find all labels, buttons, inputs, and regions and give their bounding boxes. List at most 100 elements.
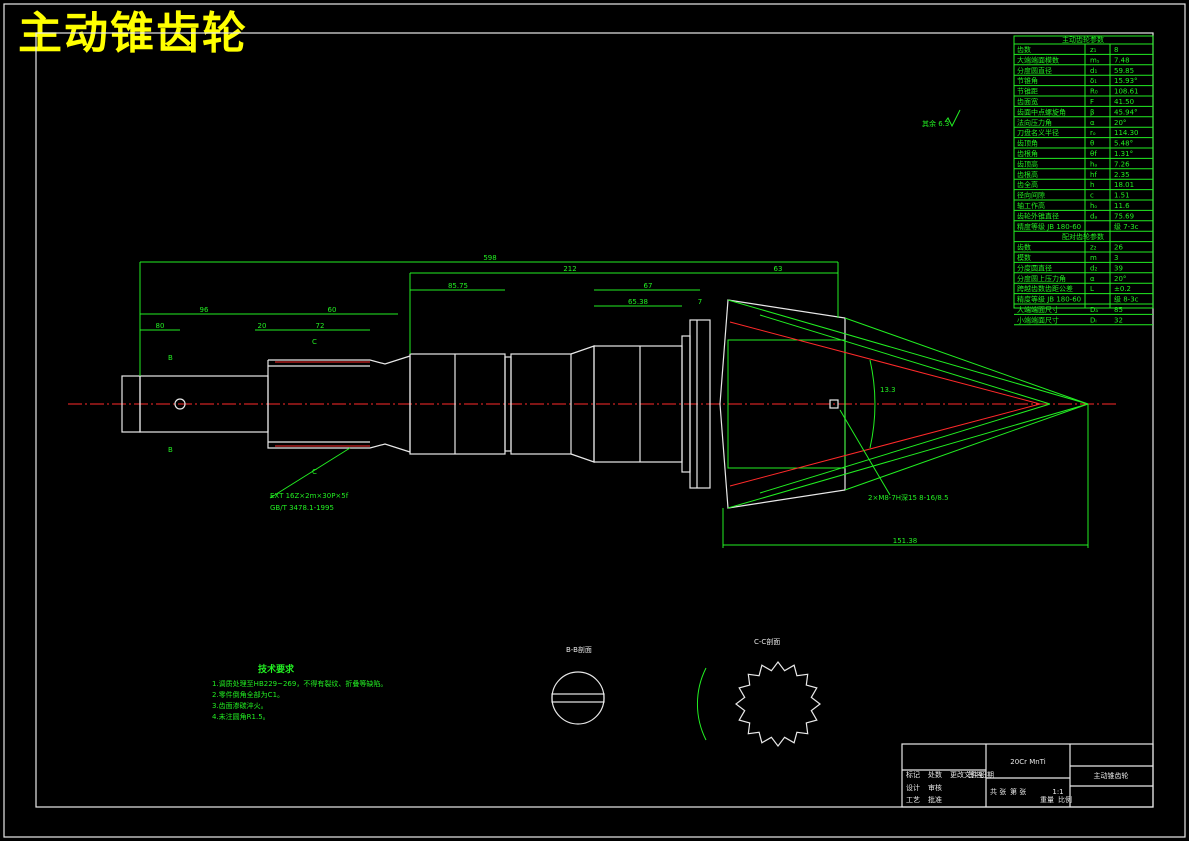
section-cc: C-C剖面 [697, 637, 821, 747]
dim-212: 212 [563, 265, 576, 273]
param-row-symbol-9: θ [1090, 140, 1094, 148]
title-block-label-8: 批准 [928, 795, 942, 804]
dim-7: 7 [698, 298, 702, 306]
param-row-value-11: 7.26 [1114, 160, 1130, 168]
title-block-scale: 1:1 [1052, 788, 1063, 796]
pair-row-symbol-1: m [1090, 254, 1097, 262]
param-row-name-3: 节锥角 [1017, 76, 1038, 85]
title-block-label-3: 签名 [968, 770, 982, 779]
param-row-symbol-14: c [1090, 192, 1094, 200]
param-row-name-5: 齿面宽 [1017, 97, 1038, 106]
param-row-symbol-2: d₁ [1090, 67, 1097, 75]
dim-13: 13.3 [880, 386, 896, 394]
title-block-label-11: 共 张 [990, 787, 1006, 796]
thread-note-1: EXT 16Z×2m×30P×5f [270, 492, 349, 500]
title-block-label-2: 更改文件号 [950, 770, 985, 779]
tech-requirements: 技术要求 1.调质处理至HB229~269，不得有裂纹、折叠等缺陷。 2.零件倒… [212, 663, 387, 721]
pair-row-symbol-7: Dᵢ [1090, 316, 1097, 324]
pair-row-name-6: 大端端面尺寸 [1017, 305, 1059, 314]
pair-row-value-7: 32 [1114, 316, 1123, 324]
pair-row-name-2: 分度圆直径 [1017, 263, 1052, 272]
param-row-name-12: 齿根高 [1017, 170, 1038, 179]
tech-line-4: 4.未注圆角R1.5。 [212, 712, 270, 721]
section-b-top: B [168, 354, 173, 362]
dim-96: 96 [200, 306, 209, 314]
spline-note: 2×M8-7H深15 8-16/8.5 [868, 493, 949, 502]
dim-80: 80 [156, 322, 165, 330]
dim-67: 67 [644, 282, 653, 290]
title-block-label-7: 工艺 [906, 796, 920, 804]
dim-63: 63 [774, 265, 783, 273]
pair-row-value-3: 20° [1114, 275, 1126, 283]
gear-cone [719, 299, 1089, 509]
pair-row-symbol-3: α [1090, 275, 1095, 283]
thread-note-2: GB/T 3478.1-1995 [270, 504, 334, 512]
param-row-symbol-12: hf [1090, 171, 1097, 179]
roughness-symbol [944, 109, 961, 128]
param-row-value-4: 108.61 [1114, 88, 1139, 96]
param-row-value-12: 2.35 [1114, 171, 1130, 179]
dim-overall: 598 [483, 254, 496, 262]
roughness-note: 其余 6.3 [922, 119, 949, 128]
param-row-value-7: 20° [1114, 119, 1126, 127]
param-row-value-6: 45.94° [1114, 108, 1138, 116]
param-row-name-17: 精度等级 JB 180-60 [1017, 222, 1081, 231]
pair-row-name-0: 齿数 [1017, 243, 1031, 252]
param-row-name-0: 齿数 [1017, 45, 1031, 54]
section-cc-label: C-C剖面 [754, 637, 780, 646]
param-row-name-4: 节锥距 [1017, 87, 1038, 96]
param-row-symbol-11: hₐ [1090, 160, 1097, 168]
pair-row-name-7: 小端端面尺寸 [1017, 315, 1059, 324]
title-block-label-6: 审核 [928, 783, 942, 792]
tech-line-1: 1.调质处理至HB229~269，不得有裂纹、折叠等缺陷。 [212, 679, 387, 688]
param-row-name-15: 轴工作高 [1017, 201, 1045, 210]
title-block-label-9: 比例 [1058, 795, 1072, 804]
pair-row-name-5: 精度等级 JB 180-60 [1017, 295, 1081, 304]
section-c-top: C [312, 338, 317, 346]
param-row-symbol-5: F [1090, 98, 1094, 106]
dim-60: 60 [328, 306, 337, 314]
section-bb: B-B剖面 [551, 645, 605, 725]
tech-line-2: 2.零件倒角全部为C1。 [212, 690, 284, 699]
tech-line-3: 3.齿面渗碳淬火。 [212, 701, 268, 710]
dim-65: 65.38 [628, 298, 648, 306]
pair-row-name-4: 跨越齿数齿距公差 [1017, 284, 1073, 293]
param-row-symbol-13: h [1090, 181, 1094, 189]
param-row-value-1: 7.48 [1114, 56, 1130, 64]
param-row-symbol-7: α [1090, 119, 1095, 127]
tech-heading: 技术要求 [258, 663, 295, 675]
pair-row-symbol-4: L [1090, 285, 1094, 293]
param-row-name-6: 齿面中点螺旋角 [1017, 107, 1066, 116]
title-block-label-0: 标记 [906, 770, 920, 779]
param-row-name-10: 齿根角 [1017, 149, 1038, 158]
param-row-name-7: 法向压力角 [1017, 118, 1052, 127]
param-row-value-9: 5.48° [1114, 140, 1133, 148]
param-row-value-13: 18.01 [1114, 181, 1134, 189]
param-row-name-8: 刀盘名义半径 [1017, 128, 1059, 137]
pair-row-name-1: 模数 [1017, 253, 1031, 262]
dimensions: 598 212 63 96 80 20 72 60 85.75 67 65.38… [139, 254, 1089, 548]
param-row-name-1: 大端端面模数 [1017, 55, 1059, 64]
param-row-value-2: 59.85 [1114, 67, 1134, 75]
param-row-symbol-1: mₛ [1090, 56, 1100, 64]
title-block-name: 主动锥齿轮 [1094, 771, 1129, 780]
section-b-bottom: B [168, 446, 173, 454]
param-row-symbol-0: z₁ [1090, 46, 1097, 54]
param-row-symbol-4: R₀ [1090, 88, 1098, 96]
title-block-label-4: 日期 [980, 771, 994, 779]
param-row-name-11: 齿顶高 [1017, 159, 1038, 168]
param-row-symbol-8: rₒ [1090, 129, 1096, 137]
param-row-value-0: 8 [1114, 46, 1118, 54]
param-row-symbol-3: δ₁ [1090, 77, 1097, 85]
param-row-value-5: 41.50 [1114, 98, 1134, 106]
pair-row-symbol-6: Dₐ [1090, 306, 1098, 314]
pair-row-value-4: ±0.2 [1114, 285, 1131, 293]
pair-row-value-1: 3 [1114, 254, 1118, 262]
title-block-label-5: 设计 [906, 783, 920, 792]
param-row-value-14: 1.51 [1114, 192, 1130, 200]
inner-frame [35, 32, 1154, 808]
param-row-value-16: 75.69 [1114, 212, 1134, 220]
dim-72: 72 [316, 322, 325, 330]
